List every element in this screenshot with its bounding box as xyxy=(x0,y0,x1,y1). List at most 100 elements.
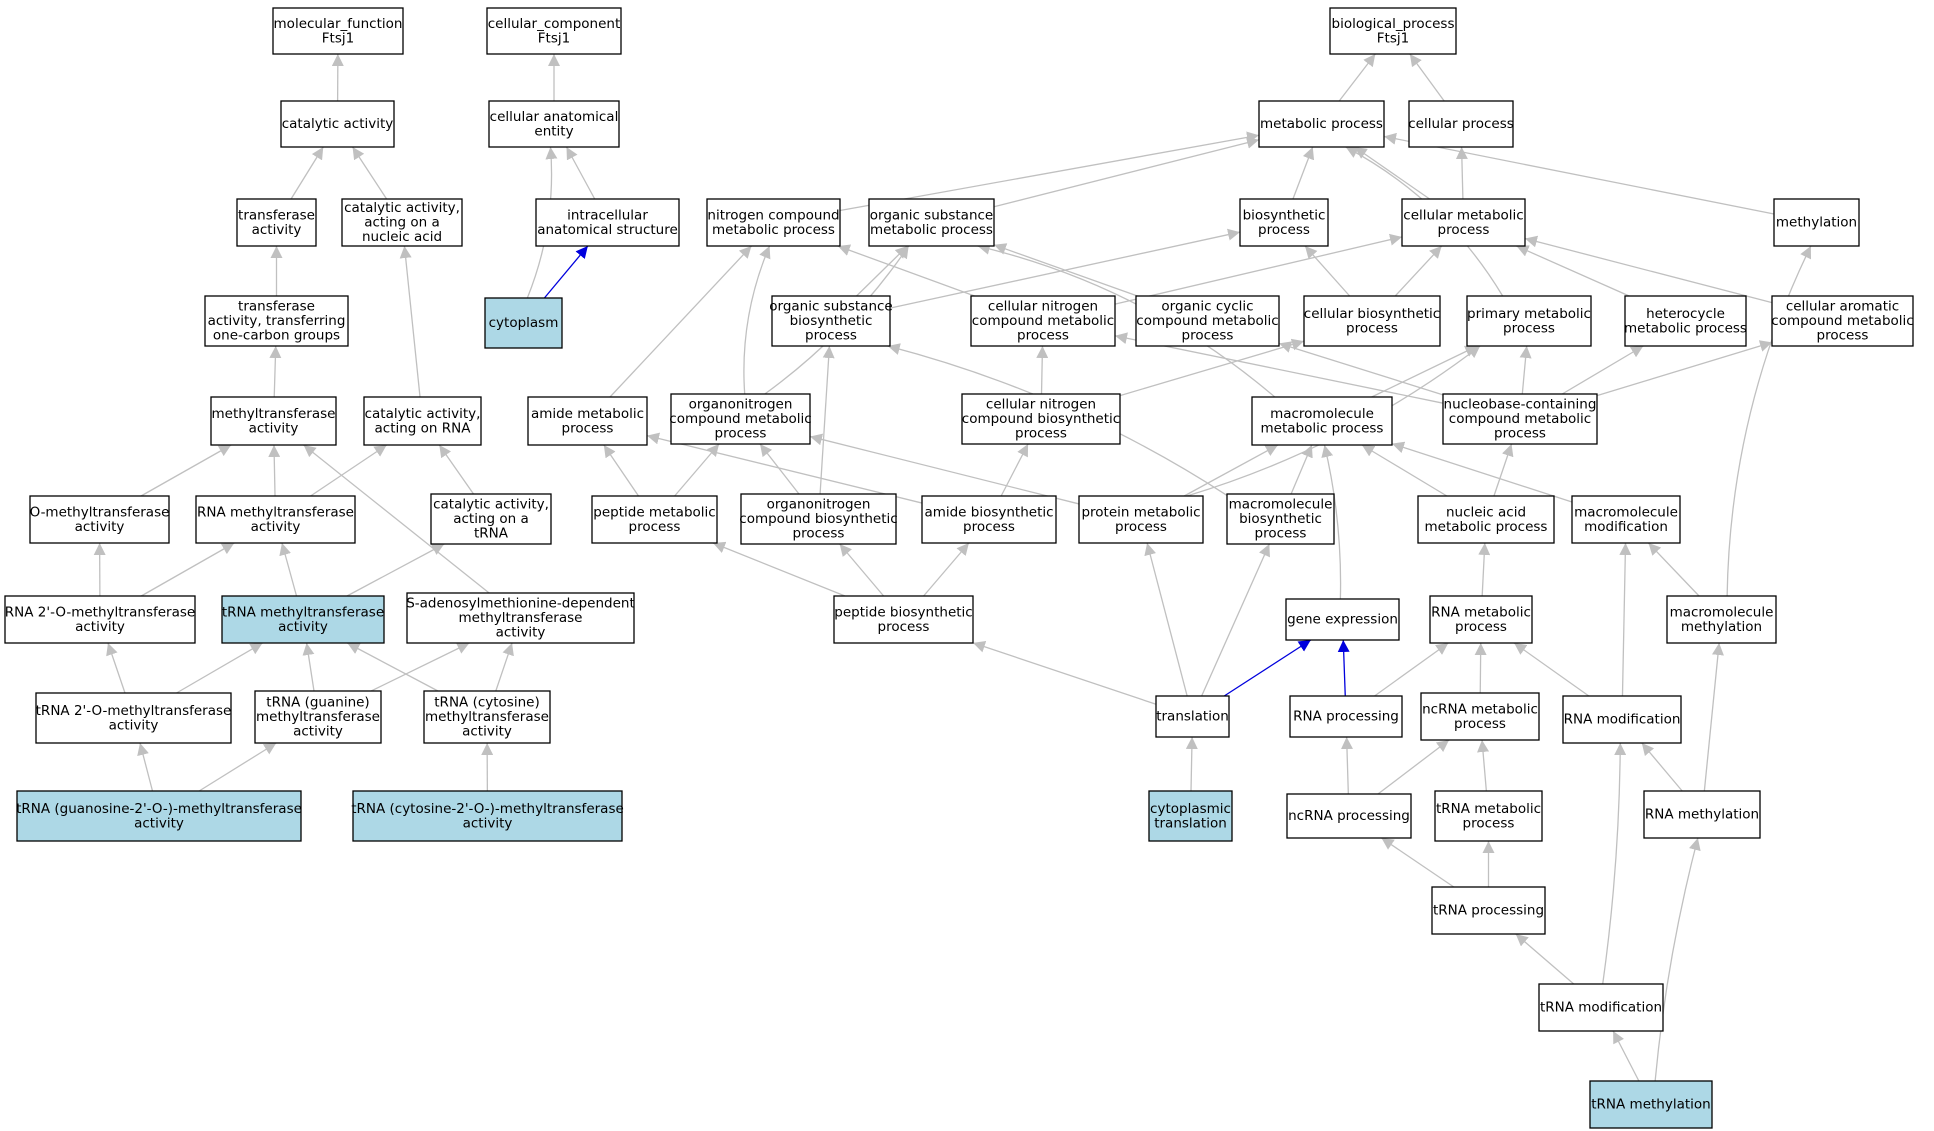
edge-mbp-to-mmp xyxy=(1290,444,1313,495)
term-label: RNA methyltransferase xyxy=(197,504,354,520)
term-box xyxy=(740,493,897,545)
term-box xyxy=(254,690,382,744)
term-node-metp[interactable]: metabolic process xyxy=(1258,100,1385,148)
term-label: tRNA (guanosine-2'-O-)-methyltransferase xyxy=(16,801,302,817)
edge-cyttrans-to-translation xyxy=(1185,736,1198,792)
term-node-geneexp[interactable]: gene expression xyxy=(1285,598,1400,641)
term-node-catrna[interactable]: catalytic activity,acting on RNA xyxy=(363,396,482,446)
term-label: metabolic process xyxy=(1624,320,1747,336)
term-node-rnamod[interactable]: RNA modification xyxy=(1562,695,1682,744)
edge-ncmp-to-metp xyxy=(839,131,1260,212)
term-box xyxy=(1285,598,1400,641)
edge-abp-to-cncbp xyxy=(1000,443,1029,497)
edge-oncbp-to-osbp xyxy=(819,345,835,495)
term-node-cyto[interactable]: cytoplasm xyxy=(484,297,563,349)
term-label: amide biosynthetic xyxy=(924,504,1053,520)
term-box xyxy=(4,595,196,644)
edge-trnameth-to-rnameth xyxy=(1654,837,1701,1082)
term-label: biosynthetic xyxy=(1239,511,1322,527)
edge-nbcmp-to-pmp xyxy=(1519,345,1532,395)
edge-nbcmp-to-hmp xyxy=(1561,345,1644,395)
term-label: compound metabolic xyxy=(972,313,1114,329)
edge-rmta-to-mta xyxy=(268,444,281,497)
term-node-translation[interactable]: translation xyxy=(1155,695,1230,738)
edge-cmp-to-metp xyxy=(1354,146,1430,200)
term-node-rnaproc[interactable]: RNA processing xyxy=(1289,695,1403,738)
term-label: ncRNA metabolic xyxy=(1422,701,1538,717)
term-node-trnamod[interactable]: tRNA modification xyxy=(1538,983,1664,1032)
term-node-samdmta[interactable]: S-adenosylmethionine-dependentmethyltran… xyxy=(406,592,635,644)
term-node-cellp[interactable]: cellular process xyxy=(1408,100,1514,148)
term-box xyxy=(1434,790,1543,842)
term-box xyxy=(204,295,349,347)
term-label: tRNA (cytosine-2'-O-)-methyltransferase xyxy=(351,801,624,817)
term-node-rnameth[interactable]: RNA methylation xyxy=(1643,790,1761,839)
term-node-tg2omta[interactable]: tRNA (guanosine-2'-O-)-methyltransferase… xyxy=(16,790,302,842)
term-node-trnaproc[interactable]: tRNA processing xyxy=(1431,886,1546,935)
term-label: nitrogen compound xyxy=(707,207,839,223)
term-label: translation xyxy=(1156,709,1229,725)
term-node-tc2omta[interactable]: tRNA (cytosine-2'-O-)-methyltransferasea… xyxy=(351,790,624,842)
term-label: process xyxy=(1463,815,1515,831)
term-box xyxy=(1643,790,1761,839)
term-label: RNA methylation xyxy=(1645,807,1759,823)
edge-translation-to-geneexp xyxy=(1223,639,1312,697)
edge-bsp-to-metp xyxy=(1292,146,1315,200)
term-node-ncrnaproc[interactable]: ncRNA processing xyxy=(1286,793,1412,839)
term-box xyxy=(1562,695,1682,744)
edge-cbp-to-bsp xyxy=(1304,245,1351,297)
term-label: cellular aromatic xyxy=(1786,299,1899,315)
term-node-methyl[interactable]: methylation xyxy=(1773,198,1860,247)
term-node-trnameth[interactable]: tRNA methylation xyxy=(1589,1080,1713,1129)
term-box xyxy=(1420,692,1540,741)
term-label: Ftsj1 xyxy=(538,30,570,46)
term-node-cat[interactable]: catalytic activity xyxy=(280,100,395,148)
